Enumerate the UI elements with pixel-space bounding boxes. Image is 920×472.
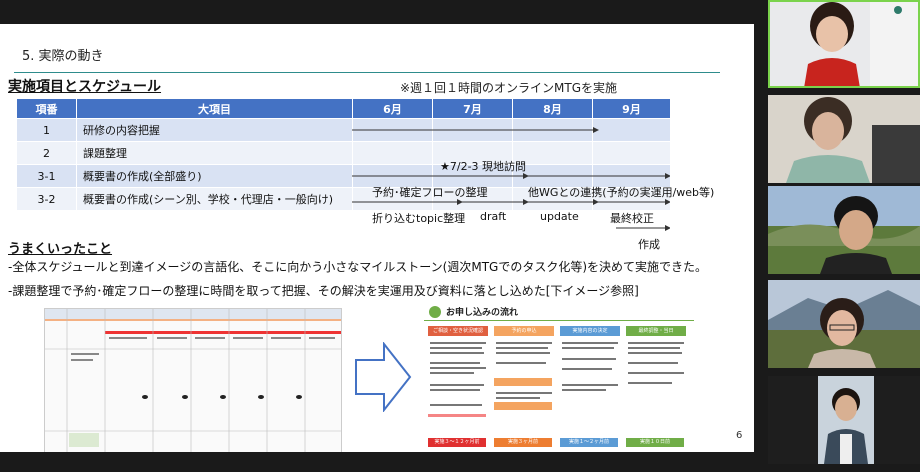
label-final: 最終校正 xyxy=(610,212,654,225)
label-update: update xyxy=(540,210,579,223)
leaf-icon xyxy=(429,306,441,318)
header-august: 8月 xyxy=(512,98,593,119)
label-create: 作成 xyxy=(638,238,660,251)
participant-video-tile[interactable] xyxy=(768,376,920,464)
participant-video-tile[interactable] xyxy=(768,95,920,183)
video-gallery xyxy=(768,0,920,472)
schedule-table: 項番 大項目 6月 7月 8月 9月 1 研修の内容把握 2 課題整理 3-1 … xyxy=(16,98,671,211)
table-row: 3-2 概要書の作成(シーン別、学校・代理店・一般向け) xyxy=(16,187,671,211)
flow-timing: 実施３〜１２ヶ月前 xyxy=(428,438,486,447)
flow-step: 予約の申込 xyxy=(494,326,554,336)
heading-divider xyxy=(14,72,720,73)
header-july: 7月 xyxy=(432,98,513,119)
header-june: 6月 xyxy=(352,98,433,119)
participant-video-tile[interactable] xyxy=(768,0,920,88)
slide-page-number: 6 xyxy=(736,430,743,441)
flow-timing: 実施１〜２ヶ月前 xyxy=(560,438,618,447)
participant-video xyxy=(768,0,920,88)
row-number: 3-2 xyxy=(16,187,77,211)
flow-timing: 実施３ヶ月前 xyxy=(494,438,552,447)
flow-step: ご相談・空き状況確認 xyxy=(428,326,488,336)
flow-timing: 実施１０日前 xyxy=(626,438,684,447)
table-row: 3-1 概要書の作成(全部盛り) xyxy=(16,164,671,188)
row-number: 1 xyxy=(16,118,77,142)
header-item: 大項目 xyxy=(76,98,353,119)
spreadsheet-thumbnail xyxy=(44,308,342,452)
participant-video xyxy=(768,376,920,464)
shared-slide: 5. 実際の動き 実施項目とスケジュール ※週１回１時間のオンラインMTGを実施… xyxy=(0,24,754,452)
table-row: 1 研修の内容把握 xyxy=(16,118,671,142)
spreadsheet-graphic xyxy=(45,309,341,452)
bullet-item: -全体スケジュールと到達イメージの言語化、そこに向かう小さなマイルストーン(週次… xyxy=(8,260,708,274)
header-september: 9月 xyxy=(592,98,671,119)
bullet-item: -課題整理で予約･確定フローの整理に時間を取って把握、その解決を実運用及び資料に… xyxy=(8,284,639,298)
participant-video xyxy=(768,280,920,368)
participant-video xyxy=(768,186,920,274)
right-arrow-icon xyxy=(355,342,412,412)
row-item: 課題整理 xyxy=(76,141,353,165)
row-item: 概要書の作成(全部盛り) xyxy=(76,164,353,188)
participant-video-tile[interactable] xyxy=(768,186,920,274)
slide-heading: 5. 実際の動き xyxy=(22,49,104,64)
flow-step: 実施内容の決定 xyxy=(560,326,620,336)
flow-body-text xyxy=(428,342,684,417)
flow-step: 最終調整・当日 xyxy=(626,326,686,336)
participant-video-tile[interactable] xyxy=(768,280,920,368)
table-row: 2 課題整理 xyxy=(16,141,671,165)
schedule-title: 実施項目とスケジュール xyxy=(8,79,162,95)
flow-title: お申し込みの流れ xyxy=(446,308,519,318)
flow-thumbnail: お申し込みの流れ ご相談・空き状況確認 予約の申込 実施内容の決定 最終調整・当… xyxy=(424,302,694,452)
good-points-title: うまくいったこと xyxy=(8,242,113,257)
label-topic: 折り込むtopic整理 xyxy=(372,212,466,225)
meeting-note: ※週１回１時間のオンラインMTGを実施 xyxy=(400,81,618,95)
header-number: 項番 xyxy=(16,98,77,119)
row-number: 2 xyxy=(16,141,77,165)
participant-video xyxy=(768,95,920,183)
row-item: 概要書の作成(シーン別、学校・代理店・一般向け) xyxy=(76,187,353,211)
row-item: 研修の内容把握 xyxy=(76,118,353,142)
label-draft: draft xyxy=(480,210,507,223)
row-number: 3-1 xyxy=(16,164,77,188)
